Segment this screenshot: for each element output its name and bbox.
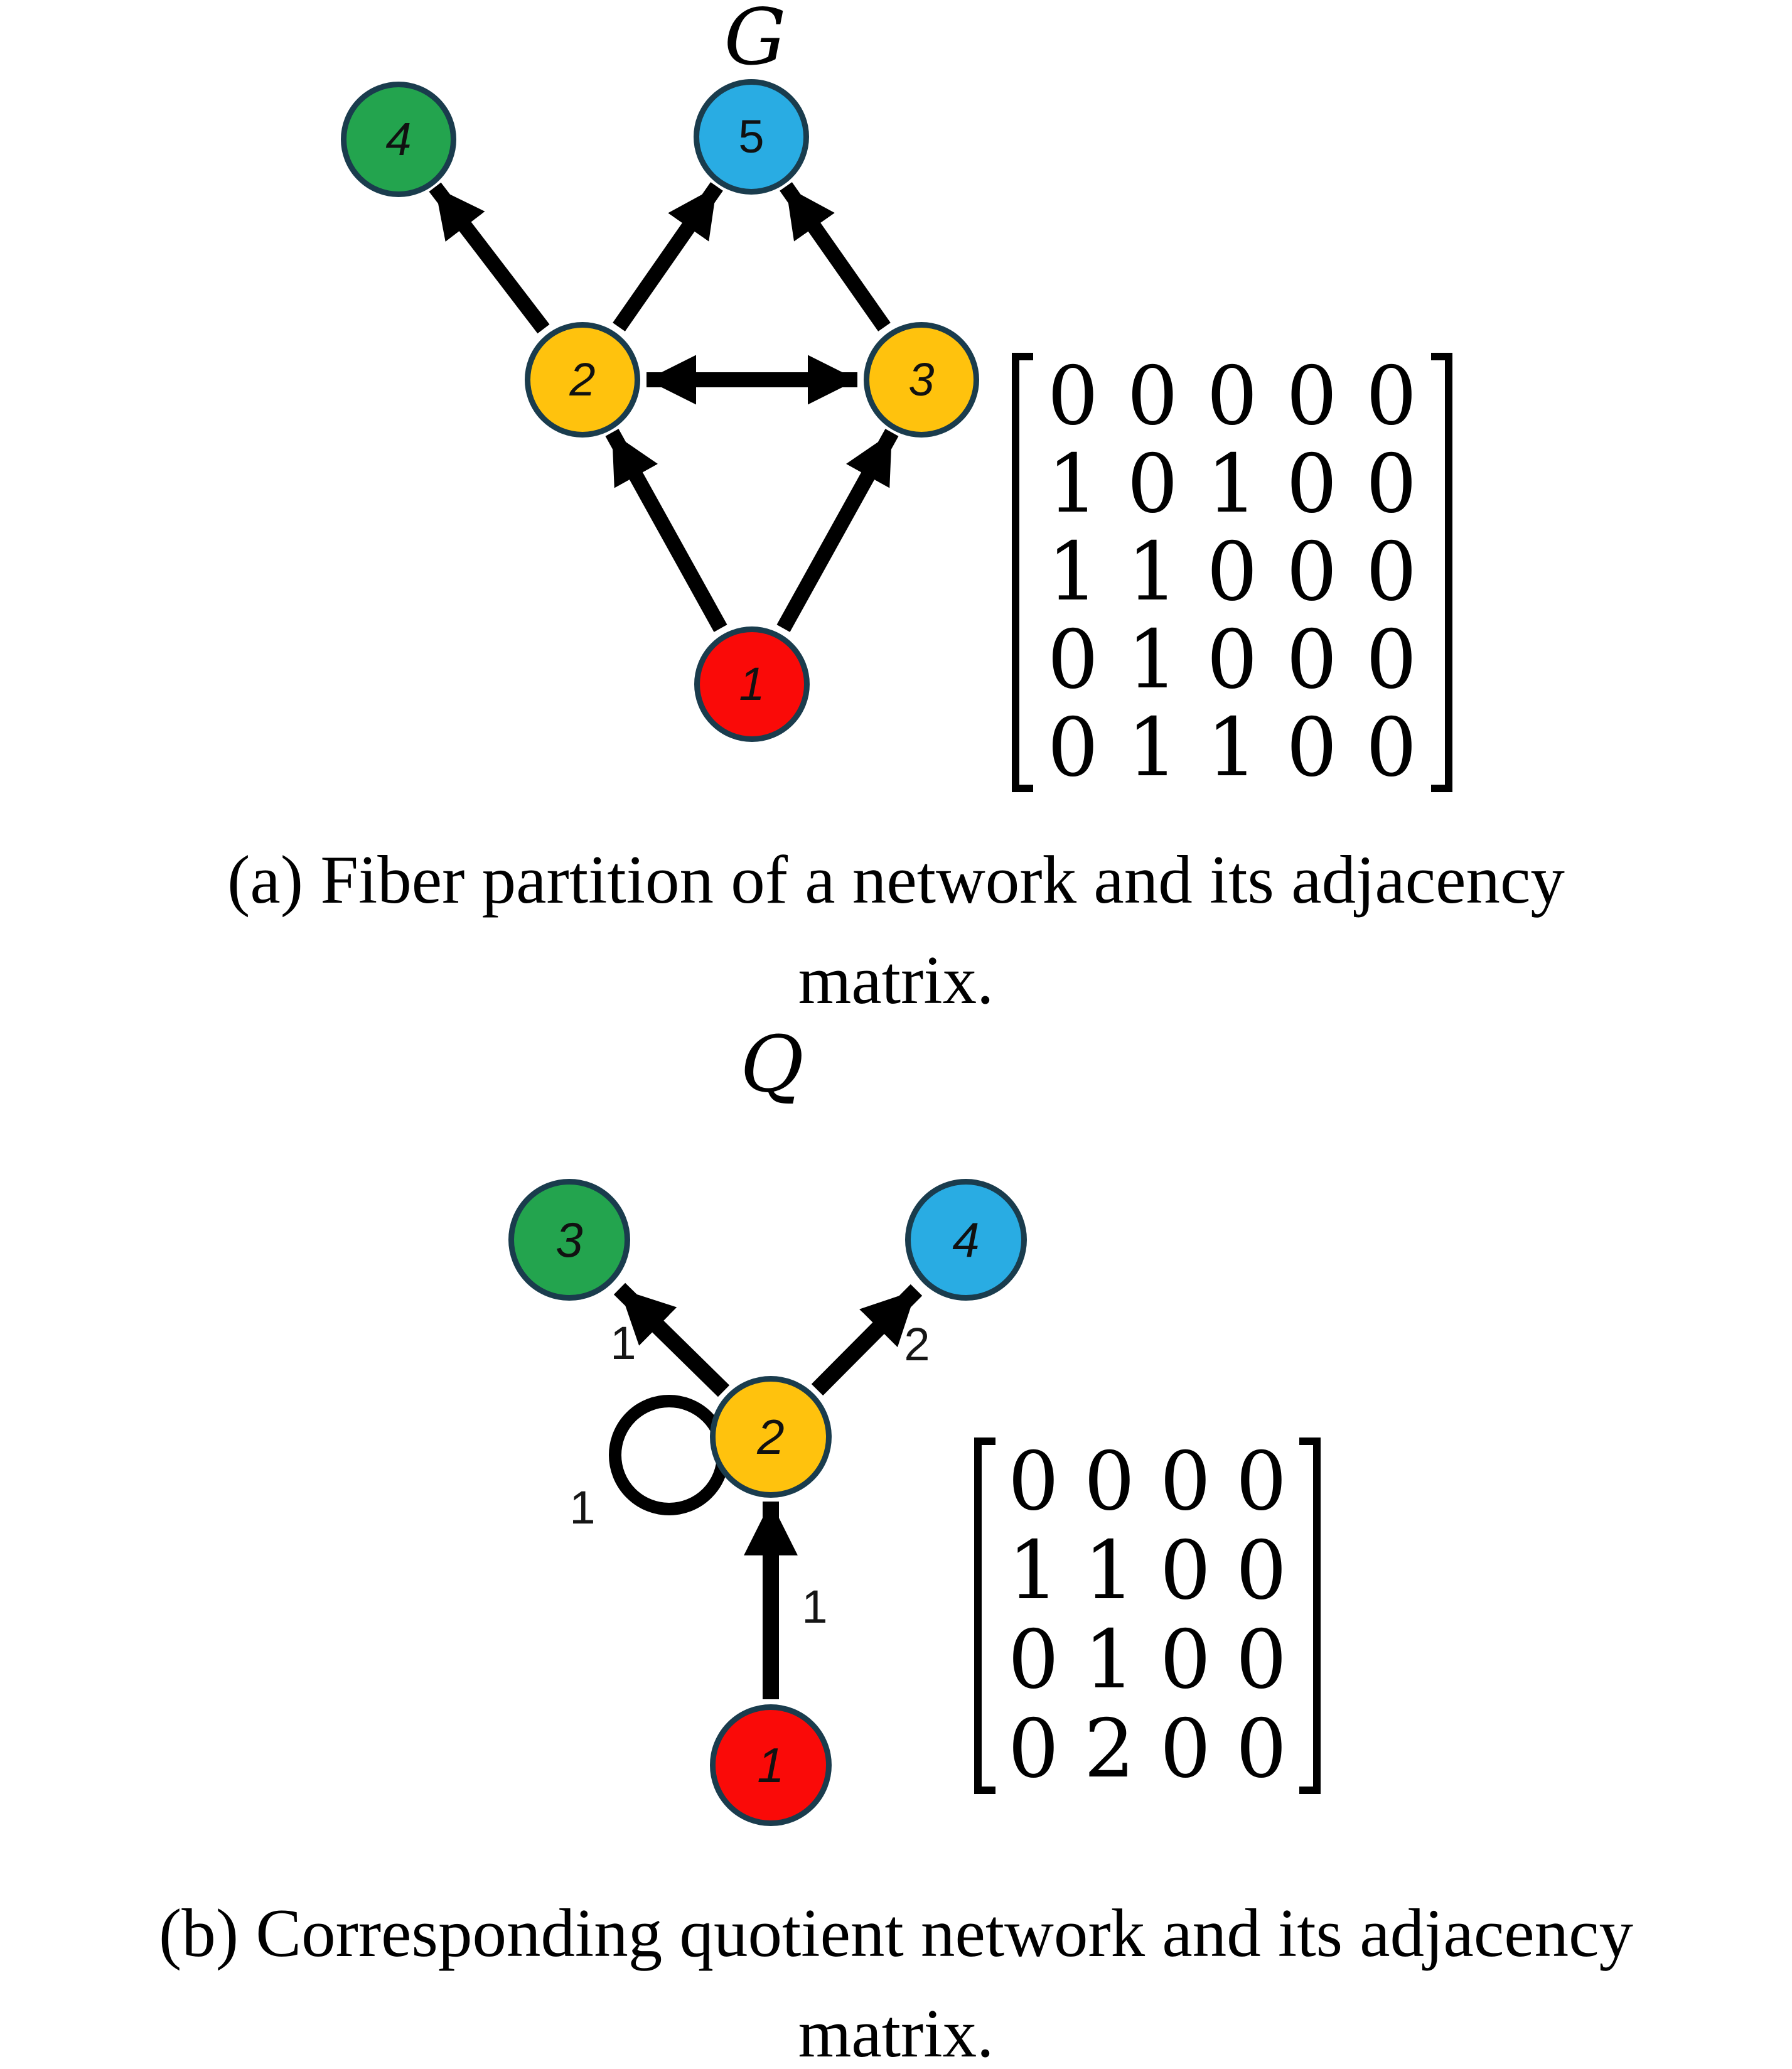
- matrix-a-row: 0 0 0 0 0: [1047, 350, 1417, 443]
- adjacency-matrix-b: 0 0 0 0 1 1 0 0 0 1 0 0 0 2 0 0: [974, 1438, 1321, 1794]
- caption-a: (a) Fiber partition of a network and its…: [0, 830, 1792, 1031]
- caption-b-line1: (b) Corresponding quotient network and i…: [159, 1895, 1633, 1971]
- edge-a-2-4: [429, 182, 550, 334]
- matrix-a-row: 0 1 1 0 0: [1047, 701, 1417, 795]
- matrix-b-row: 0 1 0 0: [1007, 1613, 1287, 1707]
- edge-a-1-2: [605, 429, 727, 632]
- matrix-a-bracket-left: [1012, 353, 1033, 792]
- node-a-5-label: 5: [738, 110, 765, 163]
- node-a-3-label: 3: [908, 353, 935, 406]
- edge-a-2-5: [613, 182, 723, 331]
- edge-weight-self-loop: 1: [569, 1481, 596, 1534]
- matrix-a-row: 1 0 1 0 0: [1047, 438, 1417, 531]
- caption-b-line2: matrix.: [798, 1996, 994, 2069]
- edge-a-1-3: [776, 429, 899, 632]
- node-b-3: 3: [508, 1179, 630, 1301]
- node-b-4-label: 4: [952, 1212, 980, 1267]
- edge-b-2-4: [811, 1284, 923, 1396]
- node-b-1: 1: [710, 1704, 832, 1826]
- caption-b: (b) Corresponding quotient network and i…: [0, 1883, 1792, 2069]
- node-b-2-label: 2: [757, 1409, 785, 1464]
- matrix-b-row: 0 0 0 0: [1007, 1435, 1287, 1529]
- node-a-4: 4: [341, 82, 456, 197]
- edge-weight-2-3: 1: [610, 1317, 636, 1369]
- edge-a-3-5: [780, 182, 891, 331]
- caption-a-line1: (a) Fiber partition of a network and its…: [227, 842, 1565, 918]
- matrix-b-bracket-right: [1299, 1438, 1321, 1794]
- graph-q-title: Q: [740, 1019, 804, 1110]
- matrix-b-row: 0 2 0 0: [1007, 1702, 1287, 1796]
- node-b-4: 4: [905, 1179, 1027, 1301]
- edge-b-2-3: [613, 1282, 730, 1397]
- node-b-1-label: 1: [757, 1738, 785, 1793]
- matrix-b-row: 1 1 0 0: [1007, 1524, 1287, 1618]
- node-b-2: 2: [710, 1376, 832, 1498]
- node-a-2-label: 2: [569, 353, 596, 406]
- node-a-1-label: 1: [739, 658, 765, 710]
- adjacency-matrix-a: 0 0 0 0 0 1 0 1 0 0 1 1 0 0 0 0: [1012, 353, 1452, 792]
- matrix-a-bracket-right: [1431, 353, 1452, 792]
- matrix-a-row: 0 1 0 0 0: [1047, 613, 1417, 707]
- edge-weight-2-4: 2: [904, 1318, 930, 1370]
- node-b-3-label: 3: [555, 1212, 583, 1267]
- node-a-3: 3: [864, 322, 979, 438]
- node-a-1: 1: [694, 626, 810, 742]
- matrix-b-bracket-left: [974, 1438, 995, 1794]
- graph-g-title: G: [724, 0, 786, 83]
- matrix-a-row: 1 1 0 0 0: [1047, 525, 1417, 619]
- node-a-4-label: 4: [385, 113, 412, 165]
- edge-weight-1-2: 1: [802, 1581, 828, 1633]
- node-a-2: 2: [525, 322, 640, 438]
- node-a-5: 5: [694, 79, 809, 195]
- caption-a-line2: matrix.: [798, 942, 994, 1018]
- edge-b-2-2-self-loop: [609, 1395, 729, 1515]
